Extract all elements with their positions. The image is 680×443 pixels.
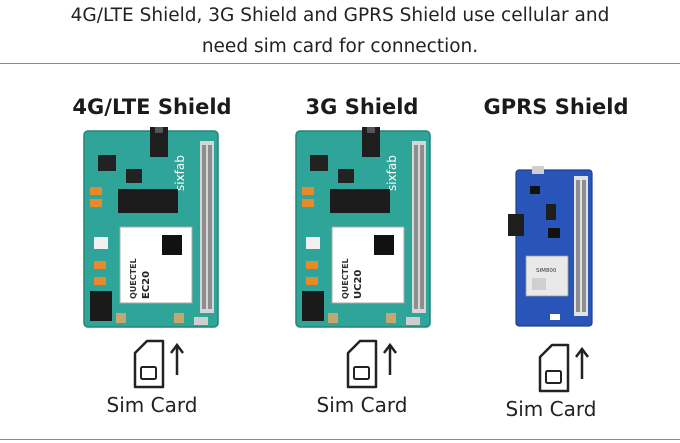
board-brand-3g: sixfab bbox=[385, 155, 399, 191]
board-3g-image: sixfab QUECTEL UC20 bbox=[294, 127, 436, 329]
module-model-gprs: SIM800 bbox=[536, 268, 557, 274]
sim-card-label-gprs: Sim Card bbox=[505, 397, 597, 421]
sim-card-icon-3g bbox=[346, 339, 402, 391]
module-model-4g-lte: EC20 bbox=[141, 271, 152, 299]
module-brand-3g: QUECTEL bbox=[341, 258, 350, 299]
intro-line-1: 4G/LTE Shield, 3G Shield and GPRS Shield… bbox=[70, 5, 610, 26]
board-gprs-image: SIM800 bbox=[508, 164, 594, 330]
intro-line-2: need sim card for connection. bbox=[201, 36, 479, 57]
sim-card-icon-4g-lte bbox=[133, 339, 189, 391]
module-brand-4g-lte: QUECTEL bbox=[129, 258, 138, 299]
sim-card-label-4g-lte: Sim Card bbox=[106, 393, 198, 417]
module-model-3g: UC20 bbox=[353, 270, 364, 299]
shield-title-gprs: GPRS Shield bbox=[483, 95, 629, 119]
bottom-divider bbox=[0, 439, 680, 440]
intro-text: 4G/LTE Shield, 3G Shield and GPRS Shield… bbox=[0, 0, 680, 62]
top-divider bbox=[0, 63, 680, 64]
board-brand-4g-lte: sixfab bbox=[173, 155, 187, 191]
shield-title-3g: 3G Shield bbox=[305, 95, 419, 119]
shield-title-4g-lte: 4G/LTE Shield bbox=[72, 95, 232, 119]
sim-card-icon-gprs bbox=[538, 343, 594, 395]
board-4g-lte-image: sixfab QUECTEL EC20 bbox=[82, 127, 224, 329]
sim-card-label-3g: Sim Card bbox=[316, 393, 408, 417]
